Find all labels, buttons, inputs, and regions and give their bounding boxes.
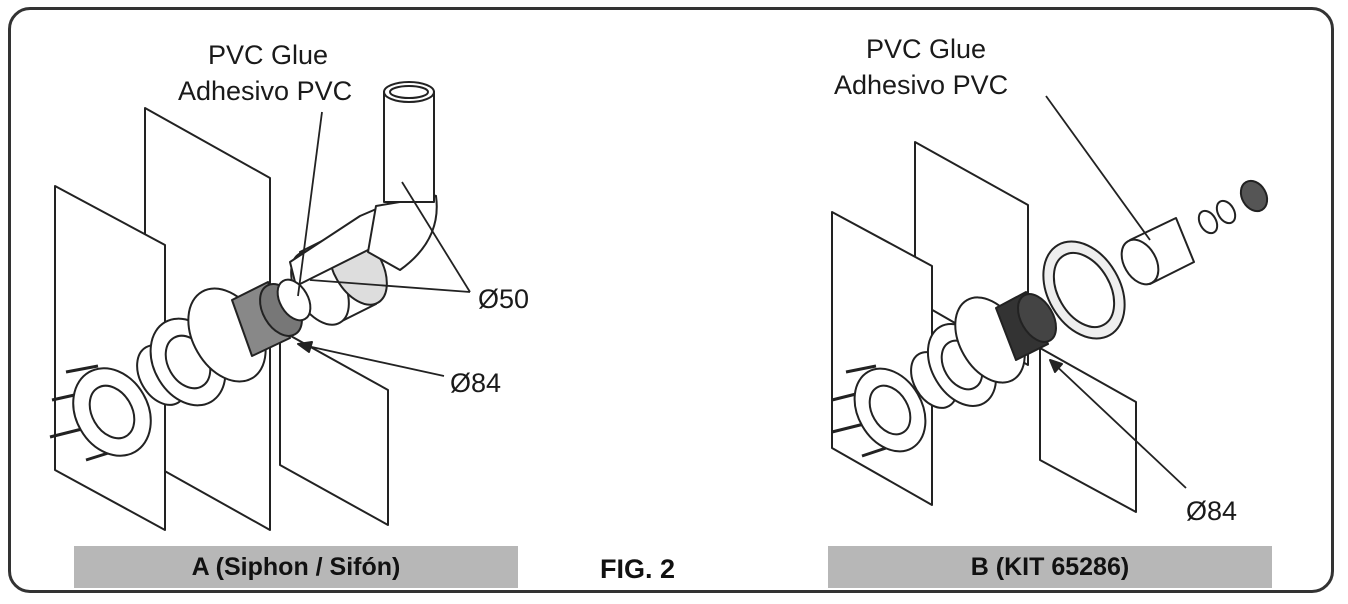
panel-b-arrowhead: [1050, 360, 1062, 372]
panel-a-glue-label: PVC Glue: [208, 40, 329, 70]
panel-b-drawing: [832, 96, 1272, 512]
coupling-end: [1114, 233, 1166, 291]
small-ring: [1195, 208, 1221, 237]
threaded-body: [232, 282, 290, 356]
panel-b-adhesive-label: Adhesivo PVC: [834, 70, 1009, 100]
vertical-pipe: [384, 92, 434, 202]
front-flange-hole: [81, 378, 144, 446]
panel-a-dim-84: Ø84: [450, 368, 502, 398]
front-flange-hole: [861, 378, 918, 441]
elbow: [368, 196, 437, 270]
ring-nut-bore: [1041, 242, 1126, 337]
panel-a-caption-bar: A (Siphon / Sifón): [74, 546, 518, 588]
panel-a-caption: A (Siphon / Sifón): [191, 552, 401, 581]
wall-panel-right: [280, 330, 388, 525]
threaded-body-end: [1010, 287, 1064, 348]
end-cap: [1236, 176, 1273, 216]
panel-b-caption: B (KIT 65286): [970, 552, 1130, 581]
panel-b-caption-bar: B (KIT 65286): [828, 546, 1272, 588]
panel-a-arrowhead: [298, 342, 312, 352]
small-ring-2: [1213, 198, 1239, 227]
panel-b-dim-84: Ø84: [1186, 496, 1238, 526]
vertical-pipe-bore: [390, 86, 428, 98]
panel-a-leaders: [298, 112, 470, 376]
panel-a-adhesive-label: Adhesivo PVC: [178, 76, 353, 106]
panel-b-leaders: [1046, 96, 1186, 488]
pipe-open-end: [271, 274, 317, 326]
figure-caption: FIG. 2: [600, 554, 676, 584]
wall-panel-right: [1040, 348, 1136, 512]
panel-a-drawing: [50, 82, 470, 530]
figure-frame: [8, 7, 1334, 593]
panel-a-dim-50: Ø50: [478, 284, 530, 314]
panel-b-glue-label: PVC Glue: [866, 34, 987, 64]
